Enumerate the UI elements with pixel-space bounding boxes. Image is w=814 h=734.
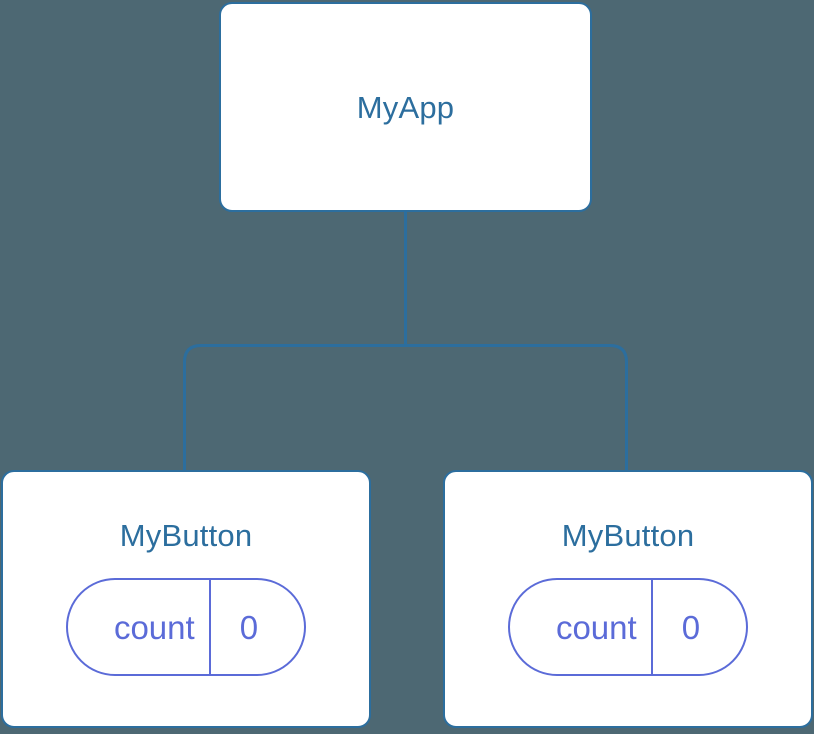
edge-to-child-1 bbox=[405, 344, 628, 472]
prop-key: count bbox=[113, 608, 195, 646]
prop-value: 0 bbox=[681, 608, 701, 646]
prop-value: 0 bbox=[239, 608, 259, 646]
node-title: MyButton bbox=[119, 518, 253, 553]
node-title: MyApp bbox=[356, 89, 455, 125]
node-title: MyButton bbox=[561, 518, 695, 553]
tree-node-myapp[interactable]: MyApp bbox=[219, 2, 592, 212]
edge-to-child-0 bbox=[183, 344, 406, 472]
prop-divider bbox=[208, 580, 211, 674]
tree-node-mybutton-0[interactable]: MyButton count 0 bbox=[1, 470, 371, 728]
prop-key: count bbox=[555, 608, 637, 646]
prop-pill[interactable]: count 0 bbox=[65, 578, 307, 676]
prop-pill[interactable]: count 0 bbox=[507, 578, 749, 676]
prop-divider bbox=[650, 580, 653, 674]
tree-node-mybutton-1[interactable]: MyButton count 0 bbox=[443, 470, 813, 728]
